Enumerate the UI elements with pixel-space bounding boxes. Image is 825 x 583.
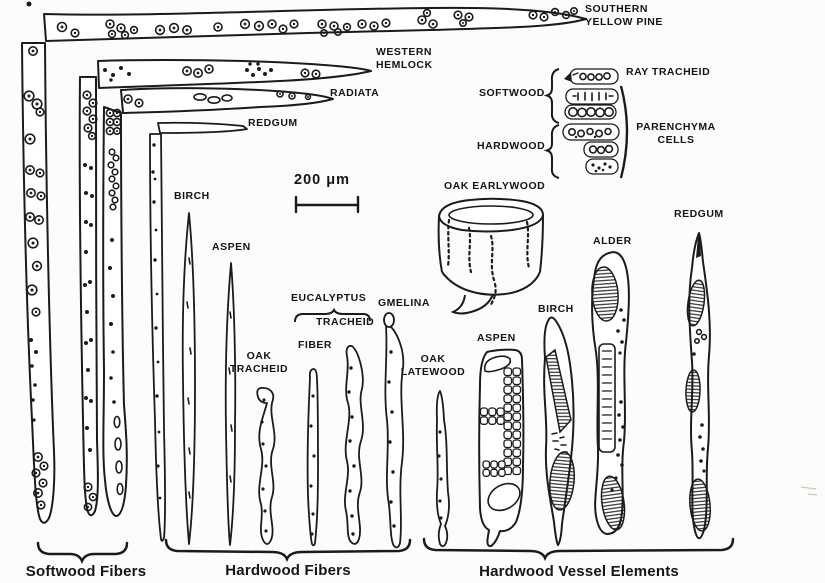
label-aspen-fiber: ASPEN [212, 241, 251, 253]
label-group-vessel-elements: Hardwood Vessel Elements [479, 563, 679, 580]
label-eucalyptus-fiber: FIBER [298, 339, 332, 351]
southern-yellow-pine-fiber [21, 1, 587, 524]
cell-inset [543, 68, 629, 179]
eucalyptus-fiber-cell [306, 368, 319, 547]
birch-fiber [181, 212, 196, 545]
hardwood-fibers-brace [164, 538, 412, 563]
aspen-fiber [224, 262, 237, 546]
label-oak-latewood: OAK LATEWOOD [400, 353, 466, 378]
oak-latewood-vessel [435, 390, 450, 548]
label-birch-fiber: BIRCH [174, 190, 210, 202]
parenchyma-brace [619, 85, 629, 179]
alder-vessel [591, 251, 630, 535]
label-redgum-fiber: REDGUM [248, 117, 298, 129]
label-parenchyma-cells: PARENCHYMA CELLS [636, 121, 716, 146]
western-hemlock-fiber [78, 59, 372, 517]
label-eucalyptus-tracheid: TRACHEID [316, 316, 375, 328]
label-group-softwood-fibers: Softwood Fibers [25, 563, 147, 580]
label-softwood: SOFTWOOD [479, 87, 545, 99]
label-hardwood: HARDWOOD [477, 140, 546, 152]
redgum-fiber [149, 121, 248, 542]
label-western-hemlock: WESTERN HEMLOCK [376, 46, 433, 71]
label-southern-yellow-pine: SOUTHERN YELLOW PINE [585, 3, 663, 28]
label-birch-vessel: BIRCH [538, 303, 574, 315]
redgum-vessel [685, 232, 711, 540]
label-scale-bar: 200 μm [294, 172, 350, 188]
eucalyptus-bracket [294, 307, 371, 323]
label-aspen-vessel: ASPEN [477, 332, 516, 344]
label-oak-earlywood: OAK EARLYWOOD [444, 180, 546, 192]
gmelina-fiber [383, 312, 405, 549]
label-radiata: RADIATA [330, 87, 380, 99]
softwood-fibers-brace [36, 541, 129, 565]
label-group-hardwood-fibers: Hardwood Fibers [225, 562, 351, 579]
label-redgum-vessel: REDGUM [674, 208, 724, 220]
scale-bar [294, 195, 360, 214]
label-gmelina: GMELINA [378, 297, 430, 309]
hardwood-brace [543, 124, 560, 179]
softwood-brace [543, 68, 560, 124]
label-alder: ALDER [593, 235, 632, 247]
eucalyptus-tracheid-cell [344, 345, 364, 545]
oak-earlywood-vessel [437, 197, 544, 315]
label-eucalyptus: EUCALYPTUS [291, 292, 367, 304]
label-oak-tracheid: OAK TRACHEID [229, 350, 289, 375]
vessel-elements-brace [422, 537, 735, 562]
pit-decorations [23, 7, 708, 536]
birch-vessel [543, 316, 575, 546]
label-ray-tracheid: RAY TRACHEID [626, 66, 711, 78]
